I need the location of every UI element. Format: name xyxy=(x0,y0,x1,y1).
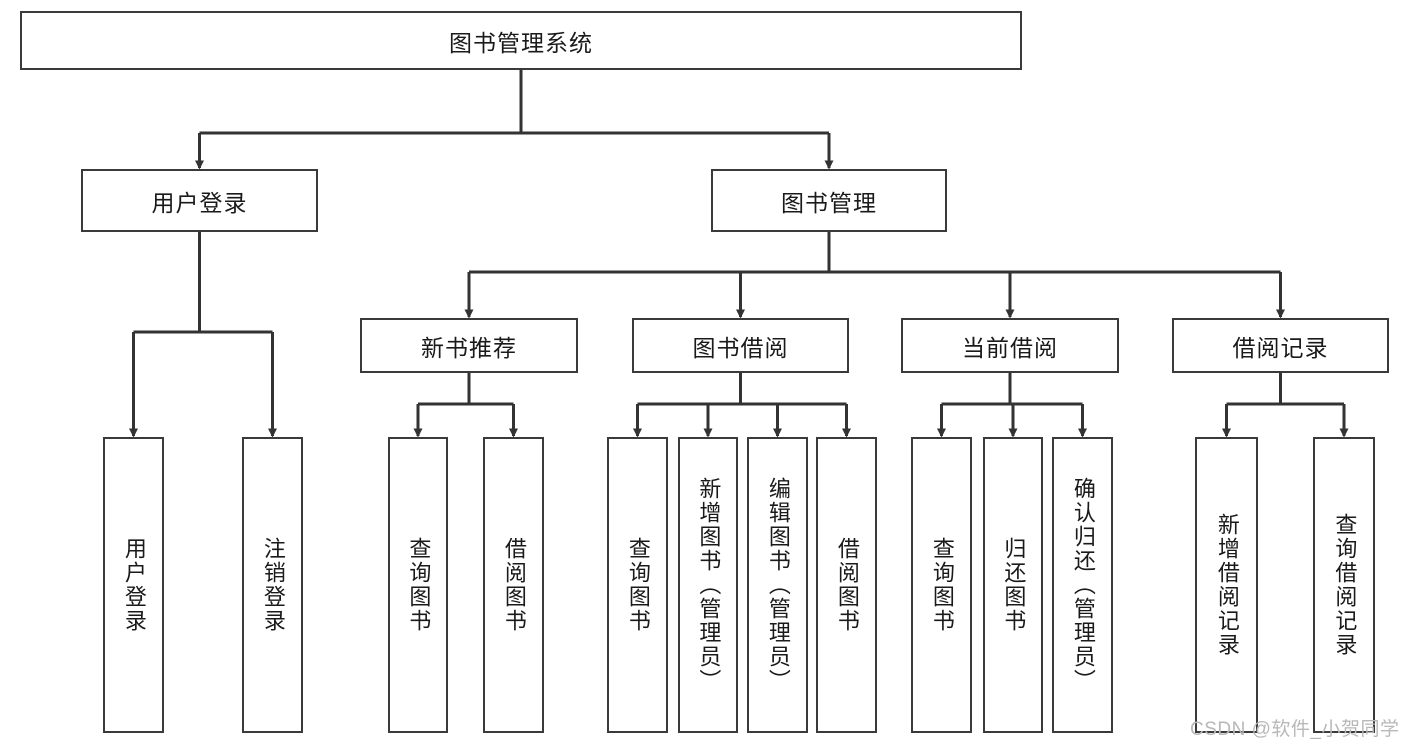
node-book-manage[interactable]: 图书管理 xyxy=(711,169,947,232)
node-leaf-confirm-return[interactable]: 确认归还（管理员） xyxy=(1052,437,1113,733)
node-leaf-query-borrow-rec[interactable]: 查询借阅记录 xyxy=(1313,437,1375,733)
node-leaf-edit-book-admin-label: 编辑图书（管理员） xyxy=(765,477,791,693)
node-leaf-borrow-book-1[interactable]: 借阅图书 xyxy=(483,437,544,733)
node-leaf-query-book-2-label: 查询图书 xyxy=(625,537,651,633)
node-leaf-query-book-1-label: 查询图书 xyxy=(406,537,432,633)
node-leaf-borrow-book-2[interactable]: 借阅图书 xyxy=(816,437,877,733)
node-leaf-edit-book-admin[interactable]: 编辑图书（管理员） xyxy=(747,437,808,733)
node-leaf-query-book-2[interactable]: 查询图书 xyxy=(607,437,668,733)
node-leaf-query-book-1[interactable]: 查询图书 xyxy=(388,437,448,733)
node-current-borrow-label: 当前借阅 xyxy=(962,334,1058,361)
node-user-login-label: 用户登录 xyxy=(151,189,248,216)
node-leaf-user-login[interactable]: 用户登录 xyxy=(103,437,164,733)
node-leaf-query-borrow-rec-label: 查询借阅记录 xyxy=(1332,513,1358,657)
node-leaf-borrow-book-1-label: 借阅图书 xyxy=(501,537,527,633)
node-book-borrow-label: 图书借阅 xyxy=(692,334,789,361)
node-book-manage-label: 图书管理 xyxy=(781,189,877,216)
node-root-label: 图书管理系统 xyxy=(449,29,593,56)
csdn-watermark: CSDN @软件_小贺同学 xyxy=(1190,719,1400,740)
node-leaf-query-book-3[interactable]: 查询图书 xyxy=(911,437,972,733)
node-leaf-user-logout[interactable]: 注销登录 xyxy=(242,437,303,733)
node-leaf-return-book[interactable]: 归还图书 xyxy=(983,437,1043,733)
node-leaf-borrow-book-2-label: 借阅图书 xyxy=(834,537,860,633)
node-leaf-user-login-label: 用户登录 xyxy=(121,537,147,633)
node-leaf-add-book-admin-label: 新增图书（管理员） xyxy=(696,477,722,693)
node-leaf-add-book-admin[interactable]: 新增图书（管理员） xyxy=(678,437,738,733)
node-leaf-user-logout-label: 注销登录 xyxy=(260,537,286,633)
node-user-login[interactable]: 用户登录 xyxy=(81,169,318,232)
node-current-borrow[interactable]: 当前借阅 xyxy=(901,318,1119,373)
node-new-book-rec-label: 新书推荐 xyxy=(421,334,517,361)
node-borrow-record[interactable]: 借阅记录 xyxy=(1172,318,1389,373)
node-leaf-return-book-label: 归还图书 xyxy=(1001,537,1027,633)
node-borrow-record-label: 借阅记录 xyxy=(1232,334,1329,361)
node-leaf-confirm-return-label: 确认归还（管理员） xyxy=(1070,477,1096,693)
node-leaf-add-borrow-rec[interactable]: 新增借阅记录 xyxy=(1195,437,1258,733)
node-book-borrow[interactable]: 图书借阅 xyxy=(632,318,849,373)
node-new-book-rec[interactable]: 新书推荐 xyxy=(360,318,578,373)
node-root[interactable]: 图书管理系统 xyxy=(20,11,1022,70)
node-leaf-add-borrow-rec-label: 新增借阅记录 xyxy=(1214,513,1240,657)
node-leaf-query-book-3-label: 查询图书 xyxy=(929,537,955,633)
